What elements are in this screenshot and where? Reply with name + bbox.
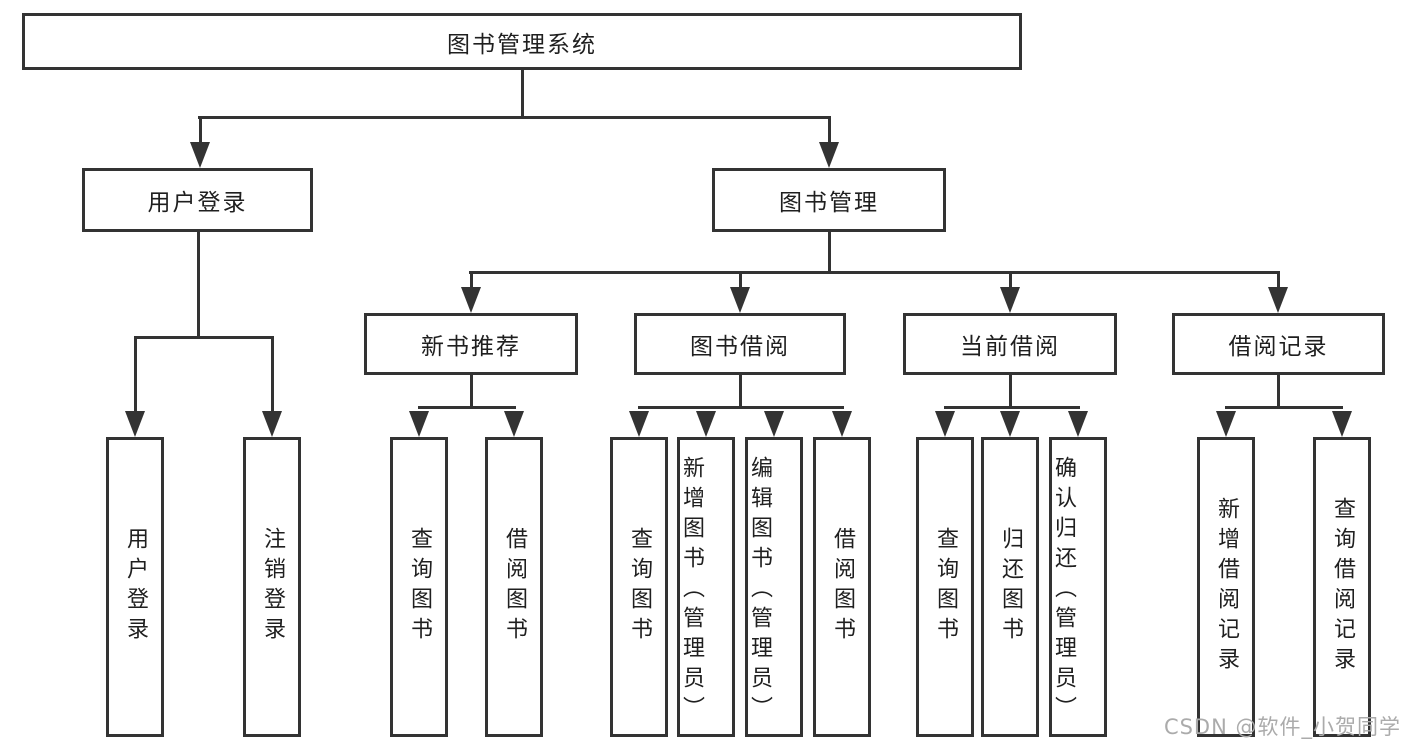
node-book-borrow-label: 图书借阅 (690, 334, 790, 360)
node-user-login: 用户登录 (82, 168, 313, 232)
connector-user-login-stem (197, 232, 200, 338)
leaf-query-book-2: 查询图书 (610, 437, 668, 737)
node-root-label: 图书管理系统 (447, 31, 597, 58)
leaf-edit-book: 编辑图书（管理员） (745, 437, 803, 737)
arrow-to-edit-book (764, 411, 784, 437)
leaf-add-record: 新增借阅记录 (1197, 437, 1255, 737)
connector-current-borrow-branch (944, 406, 1080, 409)
leaf-logout-label: 注销登录 (260, 527, 285, 647)
node-borrow-record: 借阅记录 (1172, 313, 1385, 375)
leaf-add-book: 新增图书（管理员） (677, 437, 735, 737)
arrow-to-confirm-return (1068, 411, 1088, 437)
node-new-book-rec-label: 新书推荐 (421, 334, 521, 360)
connector-root-stem (521, 70, 524, 117)
connector-book-borrow-stem (739, 375, 742, 408)
leaf-add-record-label: 新增借阅记录 (1214, 497, 1239, 677)
leaf-query-book-3-label: 查询图书 (933, 527, 958, 647)
arrow-to-query-record (1332, 411, 1352, 437)
leaf-user-login: 用户登录 (106, 437, 164, 737)
arrow-to-borrow-book-2 (832, 411, 852, 437)
leaf-add-book-label: 新增图书（管理员） (679, 456, 704, 726)
leaf-borrow-book-2-label: 借阅图书 (830, 527, 855, 647)
arrow-to-return-book (1000, 411, 1020, 437)
leaf-query-record: 查询借阅记录 (1313, 437, 1371, 737)
arrow-to-add-book (696, 411, 716, 437)
leaf-borrow-book-2: 借阅图书 (813, 437, 871, 737)
connector-root-branch (198, 116, 831, 119)
leaf-confirm-return-label: 确认归还（管理员） (1051, 456, 1076, 726)
node-user-login-label: 用户登录 (147, 190, 248, 216)
leaf-query-book-2-label: 查询图书 (627, 527, 652, 647)
node-book-borrow: 图书借阅 (634, 313, 846, 375)
leaf-confirm-return: 确认归还（管理员） (1049, 437, 1107, 737)
node-book-mgmt: 图书管理 (712, 168, 946, 232)
connector-current-borrow-stem (1009, 375, 1012, 408)
arrow-to-query-book-3 (935, 411, 955, 437)
csdn-watermark: CSDN @软件_小贺同学 (1163, 715, 1401, 739)
node-current-borrow: 当前借阅 (903, 313, 1117, 375)
leaf-user-login-label: 用户登录 (123, 527, 148, 647)
node-new-book-rec: 新书推荐 (364, 313, 578, 375)
connector-new-book-rec-branch (418, 406, 516, 409)
arrow-to-add-record (1216, 411, 1236, 437)
arrow-to-query-book-2 (629, 411, 649, 437)
arrow-to-book-borrow (730, 287, 750, 313)
arrow-to-user-login (190, 142, 210, 168)
arrow-to-borrow-record (1268, 287, 1288, 313)
connector-leaf-logout-tail (271, 336, 274, 413)
connector-new-book-rec-stem (470, 375, 473, 408)
arrow-to-book-mgmt (819, 142, 839, 168)
connector-current-borrow-tail (1009, 271, 1012, 289)
leaf-return-book-label: 归还图书 (998, 527, 1023, 647)
connector-user-login-branch (134, 336, 274, 339)
leaf-query-record-label: 查询借阅记录 (1330, 497, 1355, 677)
leaf-edit-book-label: 编辑图书（管理员） (747, 456, 772, 726)
connector-borrow-record-tail (1277, 271, 1280, 289)
connector-leaf-user-login-tail (134, 336, 137, 413)
leaf-borrow-book-1-label: 借阅图书 (502, 527, 527, 647)
node-current-borrow-label: 当前借阅 (960, 334, 1060, 360)
connector-book-mgmt-stem (828, 232, 831, 273)
leaf-query-book-3: 查询图书 (916, 437, 974, 737)
node-book-mgmt-label: 图书管理 (779, 190, 879, 216)
arrow-to-new-book-rec (461, 287, 481, 313)
arrow-to-query-book-1 (409, 411, 429, 437)
connector-borrow-record-stem (1277, 375, 1280, 408)
leaf-query-book-1: 查询图书 (390, 437, 448, 737)
leaf-borrow-book-1: 借阅图书 (485, 437, 543, 737)
arrow-to-leaf-logout (262, 411, 282, 437)
node-borrow-record-label: 借阅记录 (1228, 334, 1329, 360)
connector-book-mgmt-tail (828, 116, 831, 144)
leaf-query-book-1-label: 查询图书 (407, 527, 432, 647)
arrow-to-current-borrow (1000, 287, 1020, 313)
node-root: 图书管理系统 (22, 13, 1022, 70)
arrow-to-leaf-user-login (125, 411, 145, 437)
connector-user-login-tail (199, 116, 202, 144)
leaf-logout: 注销登录 (243, 437, 301, 737)
connector-borrow-record-branch (1225, 406, 1343, 409)
leaf-return-book: 归还图书 (981, 437, 1039, 737)
connector-book-borrow-branch (638, 406, 844, 409)
connector-new-book-rec-tail (470, 271, 473, 289)
connector-book-mgmt-branch (469, 271, 1280, 274)
connector-book-borrow-tail (739, 271, 742, 289)
arrow-to-borrow-book-1 (504, 411, 524, 437)
